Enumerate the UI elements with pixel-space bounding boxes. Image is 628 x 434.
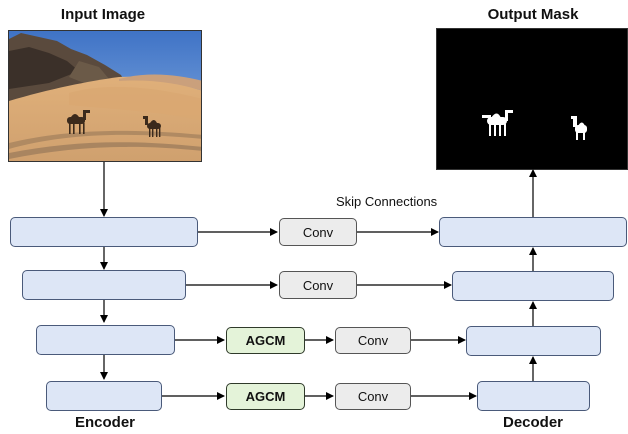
conv-module-3: Conv [335,327,411,354]
encoder-label: Encoder [74,414,135,431]
decoder-block-4 [477,381,590,411]
output-mask-title: Output Mask [487,6,579,23]
input-image [8,30,202,162]
conv-module-1: Conv [279,218,357,246]
input-image-title: Input Image [60,6,146,23]
camel-right-icon [143,116,161,137]
camel-mask-left-icon [482,110,513,136]
encoder-block-4 [46,381,162,411]
decoder-label: Decoder [502,414,564,431]
camel-mask-right-icon [571,116,587,140]
encoder-block-1 [10,217,198,247]
decoder-block-3 [466,326,601,356]
decoder-block-2 [452,271,614,301]
decoder-block-1 [439,217,627,247]
mask-image [437,29,627,169]
agcm-module-1: AGCM [226,327,305,354]
conv-module-2: Conv [279,271,357,299]
encoder-block-2 [22,270,186,300]
agcm-module-2: AGCM [226,383,305,410]
encoder-block-3 [36,325,175,355]
conv-module-4: Conv [335,383,411,410]
skip-connections-label: Skip Connections [336,194,438,209]
camel-left-icon [67,110,90,134]
desert-photo [9,31,201,161]
output-mask [436,28,628,170]
